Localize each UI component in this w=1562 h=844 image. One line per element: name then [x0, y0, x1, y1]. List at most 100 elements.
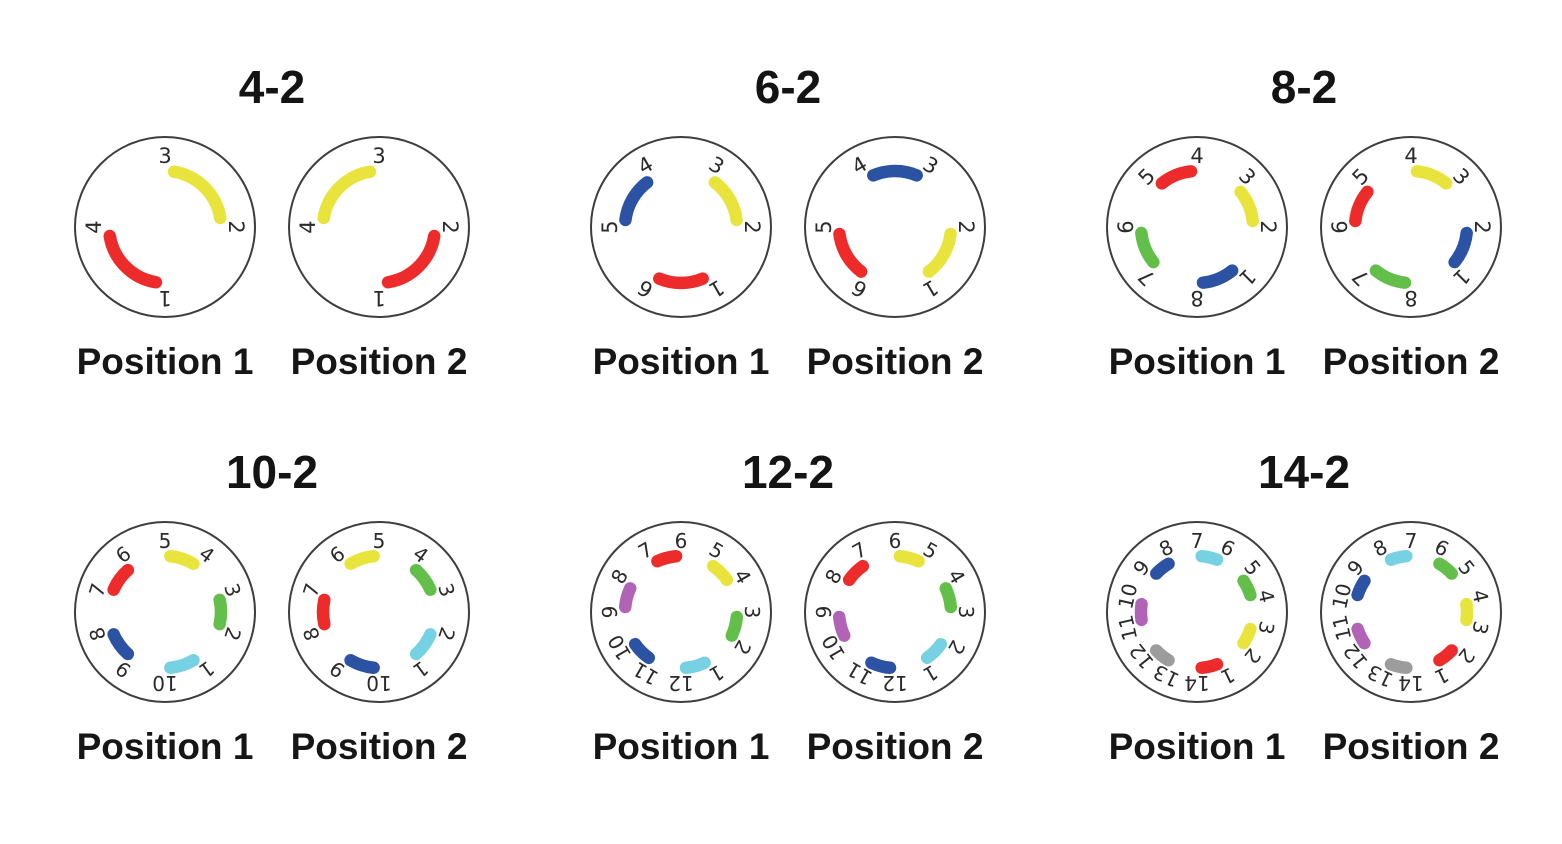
port-number-label: 11: [1327, 613, 1356, 643]
connection-arc: [409, 564, 437, 597]
valve-circle: [590, 136, 772, 319]
port-number-label: 5: [159, 529, 172, 553]
connection-arc: [316, 594, 331, 631]
port-number-label: 3: [740, 606, 764, 619]
valve-circle: [1320, 136, 1502, 319]
position-label: Position 2: [1322, 726, 1500, 768]
port-number-label: 1: [158, 286, 171, 310]
port-number-label: 4: [1253, 588, 1279, 606]
valve-title: 14-2: [1257, 446, 1351, 499]
connection-arc: [164, 654, 200, 675]
connection-arc: [213, 594, 228, 631]
connection-arc: [1237, 574, 1257, 602]
connection-arc: [679, 656, 711, 675]
connection-arc: [1410, 165, 1453, 190]
connection-arc: [842, 560, 870, 587]
port-number-label: 6: [1328, 221, 1352, 234]
connection-arc: [103, 229, 163, 289]
port-number-label: 11: [1113, 613, 1142, 643]
port-number-label: 3: [954, 606, 978, 619]
connection-arc: [1150, 644, 1175, 667]
connection-arc: [706, 560, 734, 587]
valve-circle: [1106, 521, 1288, 704]
port-number-label: 5: [598, 221, 622, 234]
valve-circle: [74, 521, 256, 704]
port-number-label: 8: [1190, 286, 1203, 310]
valve-title: 6-2: [754, 61, 822, 113]
connection-arc: [1448, 226, 1473, 269]
position-label: Position 2: [290, 726, 468, 768]
connection-arc: [167, 165, 227, 225]
connection-arc: [832, 611, 851, 643]
port-number-label: 5: [812, 221, 836, 234]
valve-circle: [590, 521, 772, 704]
port-number-label: 7: [1405, 529, 1418, 553]
connection-arc: [1351, 623, 1371, 650]
connection-arc: [653, 272, 709, 290]
connection-arc: [1134, 598, 1148, 627]
connection-arc: [107, 564, 135, 597]
position-label: Position 1: [592, 341, 770, 383]
valve-title: 10-2: [225, 446, 319, 499]
connection-arc: [1351, 574, 1371, 602]
port-number-label: 8: [1404, 286, 1417, 310]
connection-arc: [344, 550, 380, 571]
port-number-label: 3: [1253, 619, 1279, 637]
port-number-label: 10: [366, 671, 391, 695]
position-label: Position 1: [1108, 341, 1286, 383]
connection-arc: [317, 165, 377, 225]
connection-arc: [344, 654, 380, 675]
connection-arc: [1155, 165, 1198, 190]
connection-arc: [1195, 658, 1224, 675]
connection-arc: [1234, 185, 1259, 228]
connection-arc: [409, 628, 437, 661]
port-number-label: 2: [224, 221, 248, 234]
port-number-label: 3: [372, 144, 385, 168]
connection-arc: [708, 176, 743, 227]
port-number-label: 4: [296, 221, 320, 234]
port-number-label: 3: [158, 144, 171, 168]
connection-arc: [922, 227, 957, 279]
connection-arc: [867, 164, 923, 182]
connection-arc: [381, 229, 441, 289]
connection-arc: [1196, 264, 1239, 290]
valve-circle: [1320, 521, 1502, 704]
connection-arc: [865, 656, 897, 675]
connection-arc: [920, 638, 948, 665]
connection-arc: [1369, 264, 1412, 290]
connection-arc: [1135, 226, 1160, 269]
port-number-label: 9: [598, 606, 622, 619]
valve-circle: [288, 136, 470, 319]
port-number-label: 2: [1256, 221, 1280, 234]
port-number-label: 2: [438, 221, 462, 234]
connection-arc: [1237, 623, 1257, 650]
position-label: Position 2: [1322, 341, 1500, 383]
port-number-label: 9: [812, 606, 836, 619]
port-number-label: 7: [1191, 529, 1204, 553]
connection-arc: [725, 611, 744, 643]
position-label: Position 1: [592, 726, 770, 768]
